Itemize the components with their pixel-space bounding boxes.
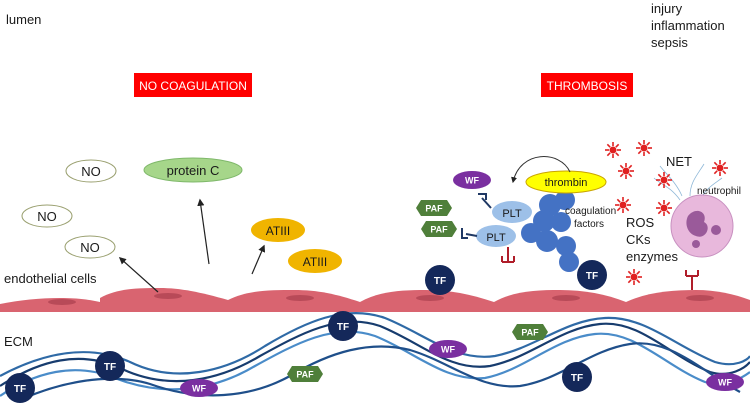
coagulation-factors-label-2: factors [574, 219, 604, 230]
tf-marker: TF [5, 373, 35, 403]
neutrophil [670, 194, 734, 258]
wf-label: WF [718, 378, 732, 388]
ros-burst-icon [626, 269, 642, 285]
atiii-label-1: ATIII [266, 224, 290, 238]
tf-label: TF [14, 384, 26, 395]
tf-label: TF [434, 276, 446, 287]
paf-marker: PAF [416, 200, 452, 216]
release-arrows [118, 198, 266, 293]
atiii-label-2: ATIII [303, 255, 327, 269]
ros-bursts [605, 140, 728, 285]
platelet-receptors [461, 193, 492, 239]
tf-label: TF [104, 362, 116, 373]
endothelial-layer [0, 288, 750, 312]
endothelial-cells-label: endothelial cells [4, 271, 97, 286]
paf-label: PAF [425, 204, 443, 214]
coagulation-factor-cluster [521, 190, 579, 272]
ros-burst-icon [636, 140, 652, 156]
ros-burst-icon [618, 163, 634, 179]
red-receptor-2 [685, 270, 699, 290]
thrombosis-banner: THROMBOSIS [541, 73, 633, 97]
ros-label: ROS [626, 215, 655, 230]
no-label-2: NO [37, 209, 57, 224]
ros-burst-icon [712, 160, 728, 176]
no-oval-2: NO [21, 204, 73, 228]
ecm-fibers [0, 311, 750, 402]
neutrophil-label: neutrophil [697, 186, 741, 197]
arrow-to-no [118, 257, 159, 293]
wf-label: WF [465, 176, 479, 186]
no-oval-3: NO [64, 235, 116, 259]
wf-label: WF [192, 384, 206, 394]
tf-marker: TF [328, 311, 358, 341]
no-coagulation-banner: NO COAGULATION [134, 73, 252, 97]
cks-label: CKs [626, 232, 651, 247]
trigger-inflammation: inflammation [651, 18, 725, 33]
wf-marker: WF [180, 379, 218, 397]
coagulation-factors-label-1: coagulation [565, 206, 616, 217]
no-oval-1: NO [65, 159, 117, 183]
no-coagulation-text: NO COAGULATION [139, 79, 247, 93]
no-molecules: NO NO NO [21, 159, 117, 259]
ros-burst-icon [605, 142, 621, 158]
lumen-label: lumen [6, 12, 41, 27]
trigger-sepsis: sepsis [651, 35, 688, 50]
paf-label: PAF [430, 225, 448, 235]
wf-marker: WF [706, 373, 744, 391]
tf-marker: TF [577, 260, 607, 290]
red-receptor-1 [501, 247, 515, 263]
wf-label: WF [441, 345, 455, 355]
tf-label: TF [586, 271, 598, 282]
thrombosis-text: THROMBOSIS [547, 79, 628, 93]
protein-c: protein C [143, 157, 243, 183]
ros-burst-icon [615, 197, 631, 213]
paf-marker: PAF [421, 221, 457, 237]
platelet-label-2: PLT [486, 232, 506, 244]
atiii-molecules: ATIII ATIII [251, 218, 342, 273]
ros-burst-icon [656, 172, 672, 188]
atiii-oval-2: ATIII [288, 249, 342, 273]
paf-label: PAF [521, 328, 539, 338]
platelet-label-1: PLT [502, 208, 522, 220]
thrombin: thrombin [525, 170, 607, 194]
arrow-to-protein-c [197, 198, 210, 265]
paf-marker: PAF [512, 324, 548, 340]
paf-label: PAF [296, 370, 314, 380]
paf-marker: PAF [287, 366, 323, 382]
wf-marker: WF [453, 171, 491, 189]
platelet-2: PLT [476, 225, 516, 247]
marker-layer: TF TF TF TF TF TF WF WF WF WF PAF PAF PAF PAF [5, 171, 744, 403]
thrombin-feedback-arrow [511, 156, 571, 184]
net-label: NET [666, 154, 692, 169]
protein-c-label: protein C [167, 163, 220, 178]
enzymes-label: enzymes [626, 249, 679, 264]
tf-label: TF [571, 373, 583, 384]
triggers-list: injury inflammation sepsis [651, 1, 725, 50]
tf-marker: TF [562, 362, 592, 392]
platelet-1: PLT [492, 201, 532, 223]
tf-marker: TF [95, 351, 125, 381]
net-strands [653, 163, 723, 201]
ecm-label: ECM [4, 334, 33, 349]
tf-marker: TF [425, 265, 455, 295]
atiii-oval-1: ATIII [251, 218, 305, 242]
arrow-to-atiii [251, 244, 266, 275]
no-label-1: NO [81, 164, 101, 179]
wf-marker: WF [429, 340, 467, 358]
ros-burst-icon [656, 200, 672, 216]
no-label-3: NO [80, 240, 100, 255]
tf-label: TF [337, 322, 349, 333]
trigger-injury: injury [651, 1, 683, 16]
thrombin-label: thrombin [545, 177, 588, 189]
